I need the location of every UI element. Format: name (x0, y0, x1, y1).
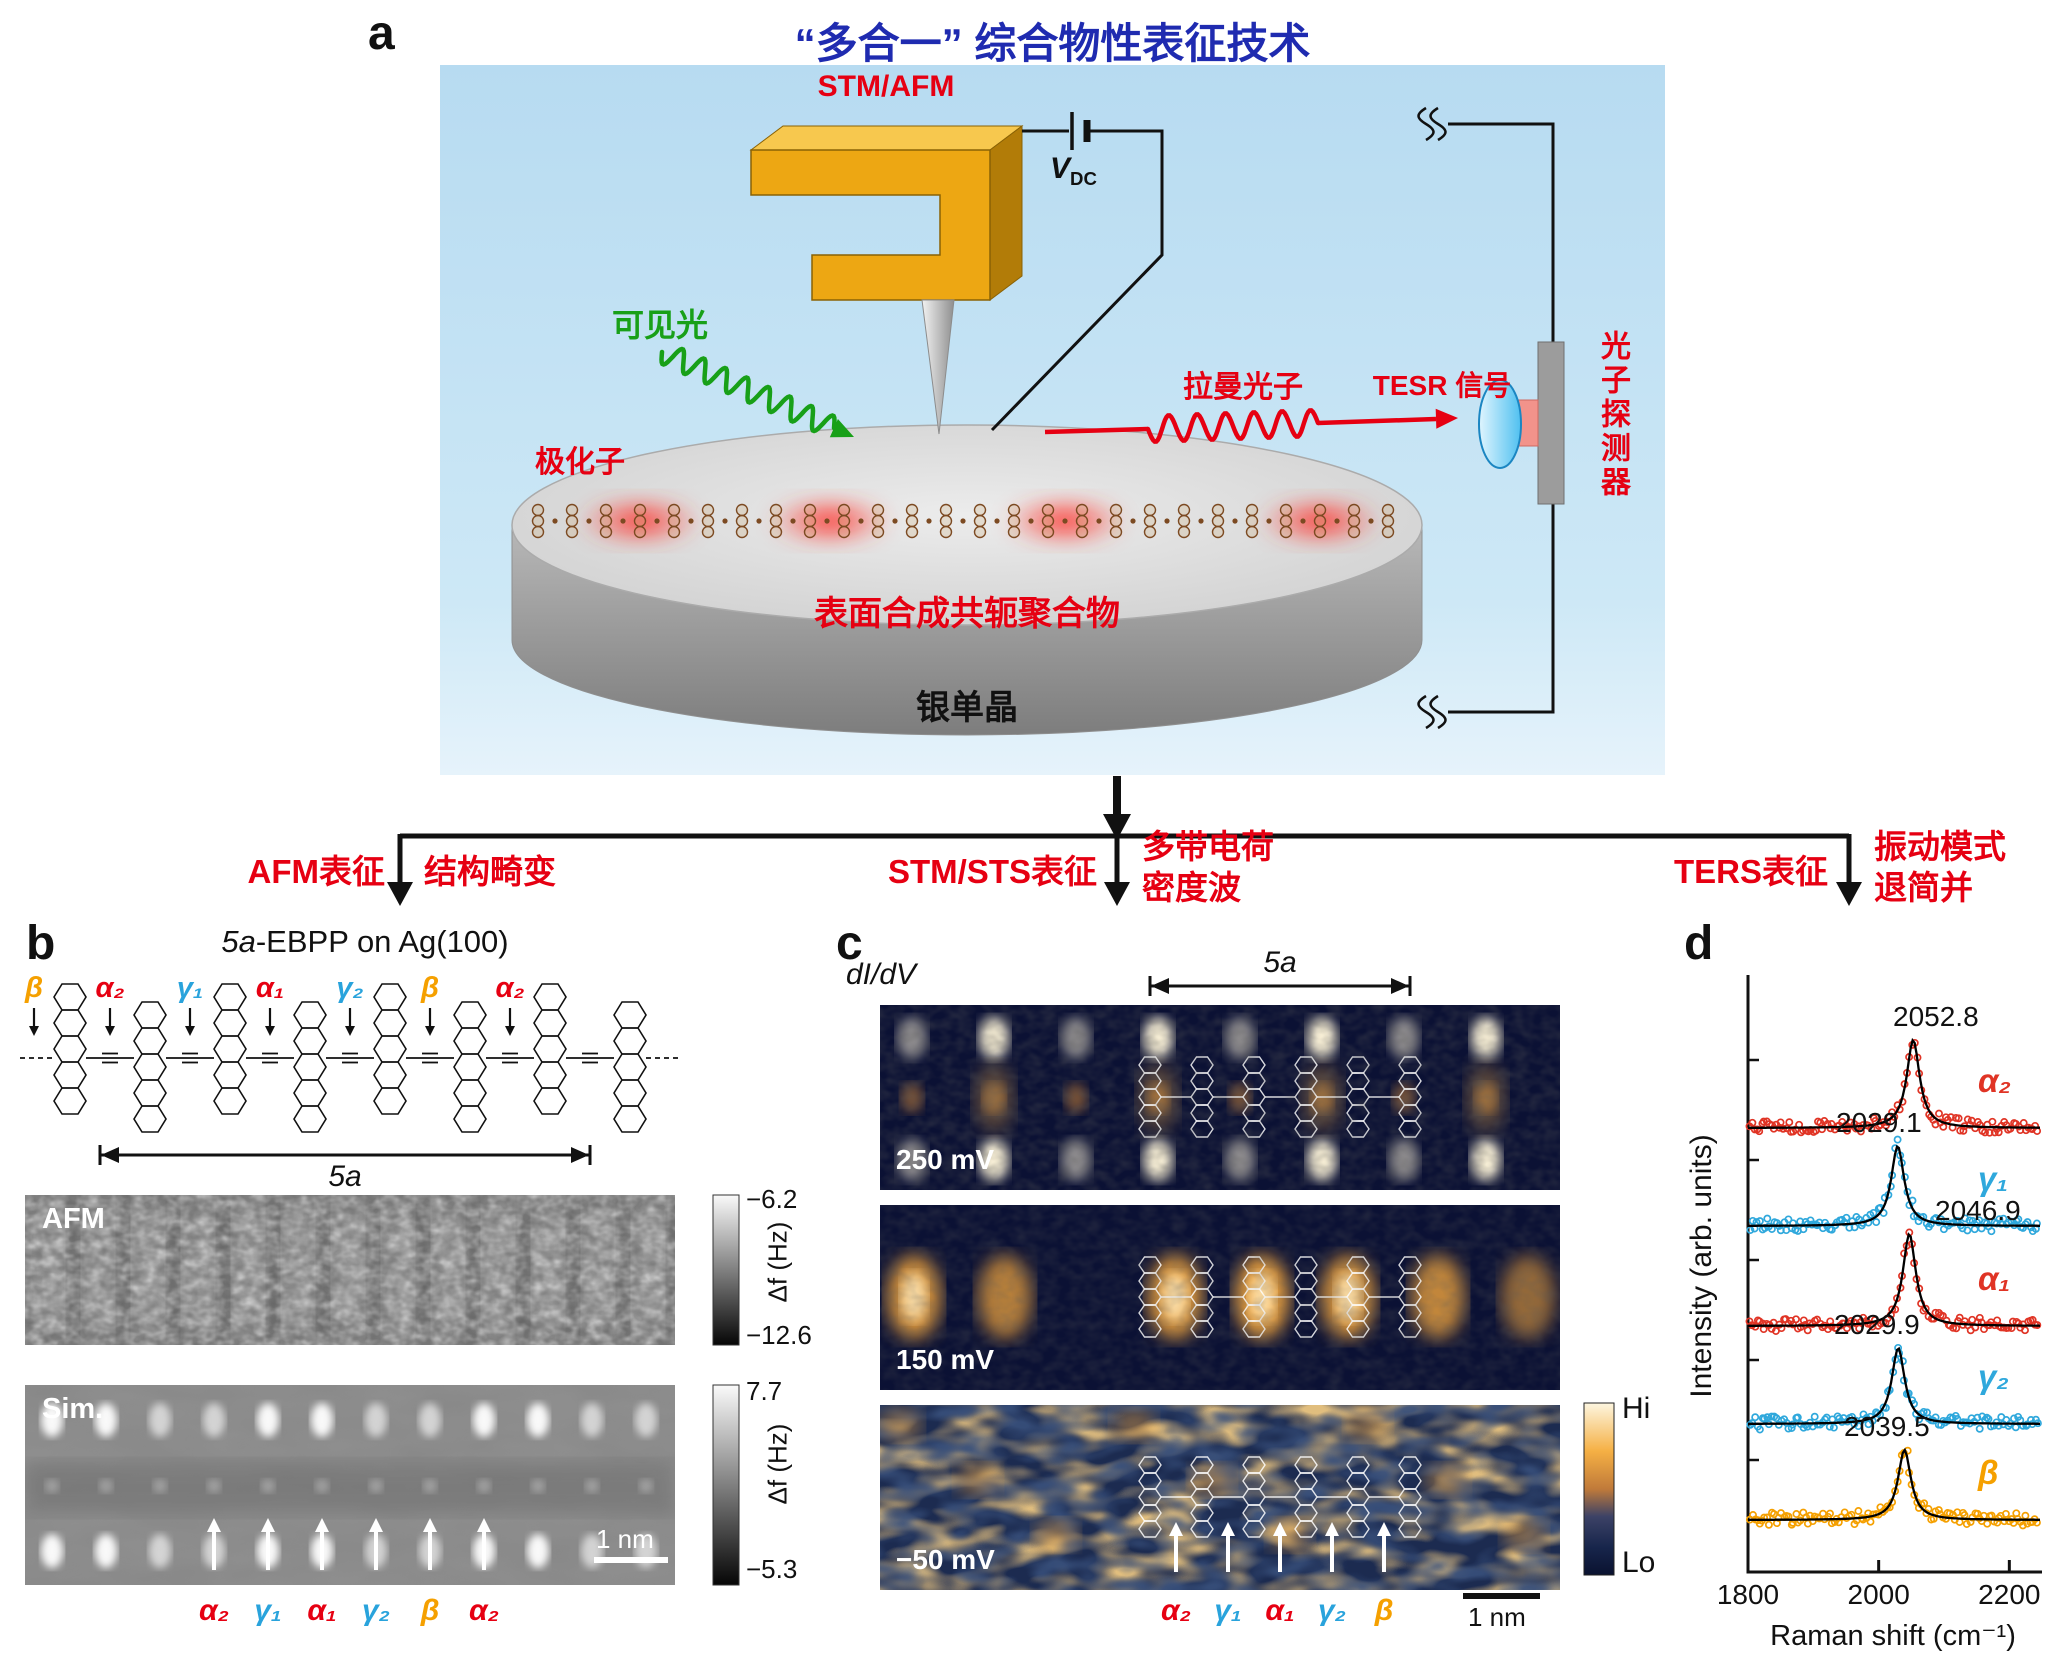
sim-image (25, 1385, 675, 1585)
didv-map-neg50mV (880, 1405, 1560, 1590)
scalebar-b-label: 1 nm (596, 1524, 654, 1554)
panel-letter-d: d (1684, 917, 1714, 970)
mode-label-α₁: α₁ (1265, 1594, 1295, 1627)
svg-text:1800: 1800 (1717, 1579, 1779, 1610)
mode-label-γ₁: γ₁ (1214, 1594, 1242, 1627)
span-5a-c: 5a (1263, 946, 1297, 979)
mode-label-α₂: α₂ (95, 972, 125, 1004)
wire-break-icon (1417, 106, 1447, 142)
bias-250mV: 250 mV (896, 1144, 995, 1175)
branch-stm-result: 多带电荷密度波 (1142, 828, 1274, 906)
silver-crystal-top (511, 424, 1423, 626)
mode-label-α₂: α₂ (468, 1594, 500, 1627)
wire-break-icon (1417, 694, 1447, 730)
mode-label-α₂: α₂ (198, 1594, 230, 1627)
mode-label-β: β (420, 1594, 440, 1627)
photon-detector-icon (1478, 341, 1565, 505)
svg-text:α₁: α₁ (1978, 1260, 2010, 1297)
colorbar-afm (712, 1194, 740, 1346)
bias-neg50mV: −50 mV (896, 1544, 995, 1575)
panel-b-title: 5a-EBPP on Ag(100) (221, 924, 509, 959)
mode-label-α₂: α₂ (495, 972, 525, 1004)
branch-afm-method: AFM表征 (247, 853, 385, 890)
cbar-sim-unit: Δf (Hz) (762, 1423, 793, 1505)
didv-map-150mV (880, 1205, 1560, 1390)
colorbar-hilo (1583, 1402, 1615, 1576)
cbar-afm-min: −12.6 (746, 1320, 812, 1350)
afm-cantilever-icon (749, 125, 1024, 435)
panel-letter-c: c (836, 917, 863, 970)
svg-text:α₂: α₂ (1978, 1062, 2011, 1099)
figure-title: “多合一” 综合物性表征技术 (794, 20, 1311, 67)
tesr-label: TESR 信号 (1372, 370, 1512, 401)
didv-map-250mV (880, 1005, 1560, 1190)
panel-letter-a: a (368, 7, 395, 60)
raman-photon-label: 拉曼光子 (1183, 371, 1303, 404)
span-5a-b: 5a (328, 1160, 362, 1193)
polymer-chain (531, 494, 1395, 548)
colorbar-sim (712, 1384, 740, 1586)
svg-text:γ₁: γ₁ (1978, 1160, 2008, 1197)
afm-image-label: AFM (42, 1203, 105, 1235)
probe-label: STM/AFM (817, 70, 955, 103)
polymer-label: 表面合成共轭聚合物 (814, 595, 1120, 633)
cbar-hi-label: Hi (1622, 1392, 1651, 1425)
mode-label-γ₁: γ₁ (176, 972, 204, 1004)
mode-label-α₁: α₁ (255, 972, 285, 1004)
bias-label: VDC (1050, 152, 1097, 189)
cbar-sim-max: 7.7 (746, 1376, 783, 1406)
svg-text:2052.8: 2052.8 (1893, 1001, 1979, 1032)
mode-label-α₁: α₁ (307, 1594, 337, 1627)
svg-text:β: β (1977, 1454, 1998, 1491)
substrate-label: 银单晶 (916, 689, 1018, 727)
span-arrows (98, 976, 1412, 1165)
cbar-afm-unit: Δf (Hz) (762, 1221, 793, 1303)
svg-text:2039.5: 2039.5 (1844, 1411, 1930, 1442)
sim-image-label: Sim. (42, 1393, 104, 1425)
mode-label-γ₂: γ₂ (336, 972, 364, 1004)
branch-arrows (387, 776, 1862, 906)
branch-ters-method: TERS表征 (1673, 853, 1828, 890)
visible-light-label: 可见光 (611, 307, 708, 343)
bias-circuit (990, 112, 1164, 432)
mode-label-β: β (421, 972, 439, 1004)
mode-label-β: β (25, 972, 43, 1004)
mode-label-γ₂: γ₂ (361, 1594, 391, 1627)
mode-label-γ₂: γ₂ (1317, 1594, 1347, 1627)
detector-label: 光子探测器 (1596, 330, 1629, 500)
photon-arrows (659, 346, 1458, 444)
cbar-lo-label: Lo (1622, 1546, 1656, 1579)
svg-text:2046.9: 2046.9 (1935, 1195, 2021, 1226)
afm-image (25, 1195, 675, 1345)
bias-150mV: 150 mV (896, 1344, 995, 1375)
svg-text:2029.1: 2029.1 (1836, 1107, 1922, 1138)
mode-label-β: β (1374, 1594, 1394, 1627)
chemical-structure (20, 983, 678, 1133)
svg-text:2200: 2200 (1978, 1579, 2040, 1610)
panel-letter-b: b (26, 917, 56, 970)
lens-icon (1478, 379, 1522, 469)
svg-text:γ₂: γ₂ (1978, 1358, 2009, 1395)
yaxis-label: Intensity (arb. units) (1685, 1134, 1718, 1398)
scalebar-c-label: 1 nm (1468, 1602, 1526, 1632)
svg-text:2000: 2000 (1848, 1579, 1910, 1610)
stm-tip-icon (921, 299, 955, 435)
xaxis-label: Raman shift (cm⁻¹) (1770, 1620, 2016, 1652)
svg-text:2029.9: 2029.9 (1834, 1309, 1920, 1340)
mode-label-γ₁: γ₁ (254, 1594, 282, 1627)
branch-stm-method: STM/STS表征 (887, 853, 1097, 890)
polaron-label: 极化子 (535, 446, 625, 479)
cbar-sim-min: −5.3 (746, 1554, 798, 1584)
branch-afm-result: 结构畸变 (424, 853, 556, 890)
panel-a-schematic (440, 65, 1665, 775)
branch-ters-result: 振动模式退简并 (1874, 828, 2006, 906)
mode-label-α₂: α₂ (1160, 1594, 1192, 1627)
cbar-afm-max: −6.2 (746, 1184, 798, 1214)
didv-label: dI/dV (846, 958, 917, 991)
